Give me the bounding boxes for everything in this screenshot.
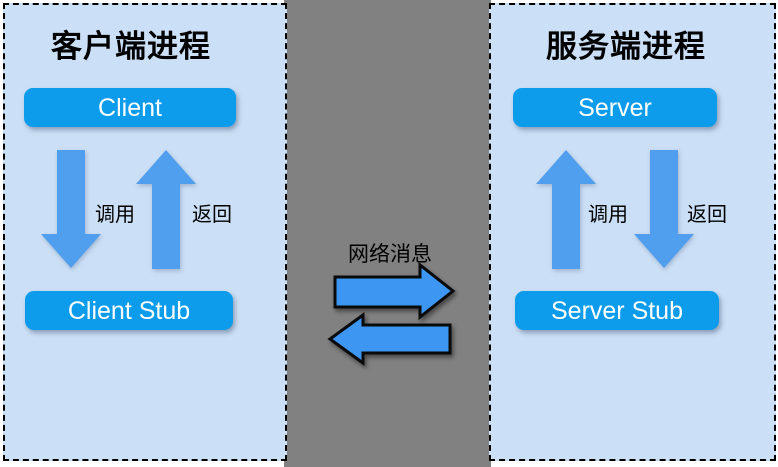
server-node: Server <box>513 88 717 127</box>
return-down-arrow-icon <box>634 150 694 268</box>
client-node: Client <box>24 88 236 127</box>
client-panel-title: 客户端进程 <box>51 29 211 64</box>
call-down-arrow-icon <box>41 150 101 268</box>
network-channel <box>284 0 491 467</box>
network-message-label: 网络消息 <box>348 243 432 266</box>
client-call-label: 调用 <box>95 204 135 226</box>
client-stub-node: Client Stub <box>25 291 233 330</box>
return-up-arrow-icon <box>136 150 196 269</box>
server-process-panel: 服务端进程 Server 调用 返回 Server Stub <box>489 3 776 461</box>
client-return-label: 返回 <box>192 204 232 226</box>
server-panel-title: 服务端进程 <box>546 29 706 64</box>
response-arrow-icon <box>327 312 452 366</box>
client-process-panel: 客户端进程 Client 调用 返回 Client Stub <box>3 3 287 461</box>
network-message-arrows <box>327 261 456 366</box>
server-stub-node: Server Stub <box>515 291 719 330</box>
server-call-label: 调用 <box>588 204 628 226</box>
server-return-label: 返回 <box>687 204 727 226</box>
call-up-arrow-icon <box>536 150 596 269</box>
request-arrow-icon <box>333 261 456 321</box>
